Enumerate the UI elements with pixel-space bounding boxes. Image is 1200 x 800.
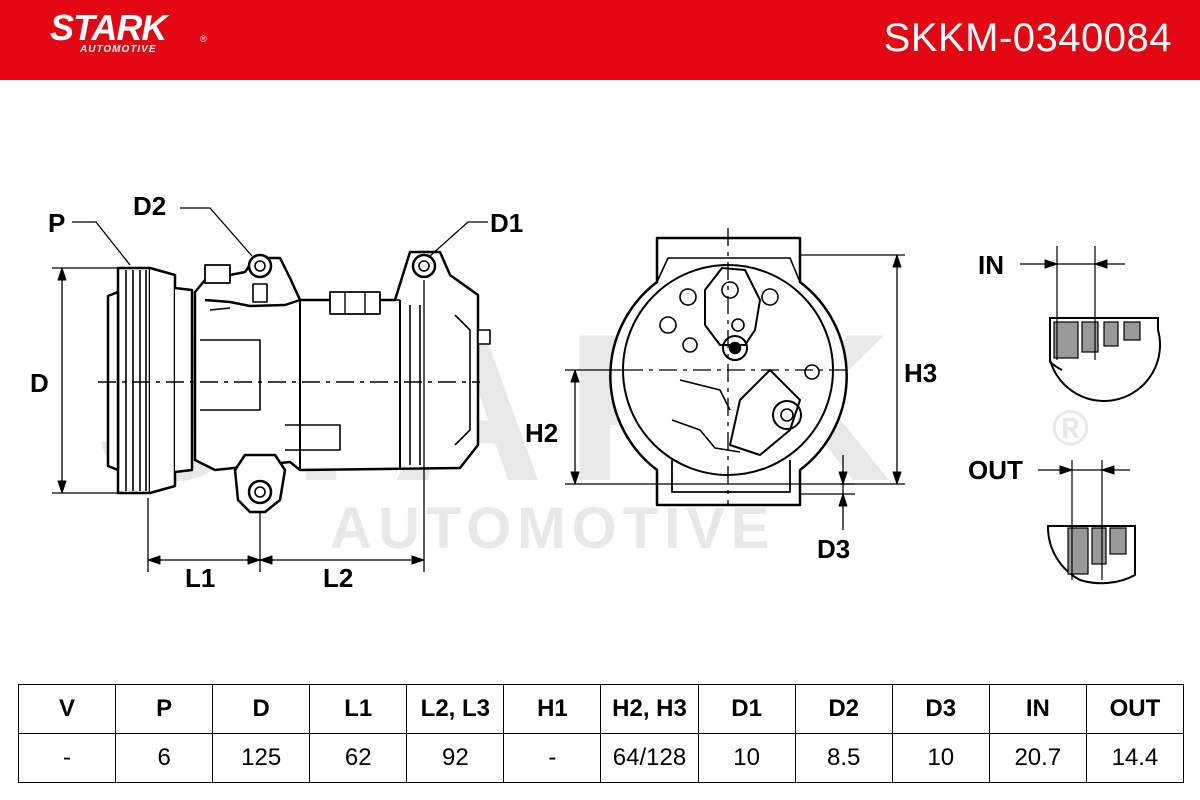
header-bar: STARK AUTOMOTIVE ® SKKM-0340084 xyxy=(0,0,1200,80)
watermark-sub: AUTOMOTIVE xyxy=(330,496,776,561)
value-h1: - xyxy=(503,733,602,783)
value-out: 14.4 xyxy=(1085,733,1185,783)
label-d1: D1 xyxy=(490,208,523,238)
compressor-rear-view xyxy=(565,228,905,530)
brand-name: STARK xyxy=(50,7,167,48)
header-d: D xyxy=(212,684,311,734)
value-d3: 10 xyxy=(891,733,990,783)
header-l2-l3: L2, L3 xyxy=(406,684,505,734)
label-in: IN xyxy=(978,250,1004,280)
value-v: - xyxy=(17,733,117,783)
compressor-side-view xyxy=(52,207,491,572)
label-p: P xyxy=(48,208,65,238)
table-header-row: V P D L1 L2, L3 H1 H2, H3 D1 D2 D3 IN OU… xyxy=(17,684,1185,734)
brand-logo: STARK AUTOMOTIVE xyxy=(50,7,167,56)
label-l1: L1 xyxy=(185,563,215,593)
header-d2: D2 xyxy=(794,684,893,734)
port-out-section xyxy=(1038,460,1136,585)
header-h2-h3: H2, H3 xyxy=(600,684,699,734)
label-d3: D3 xyxy=(817,534,850,564)
header-in: IN xyxy=(988,684,1087,734)
label-d: D xyxy=(30,368,49,398)
value-d2: 8.5 xyxy=(794,733,893,783)
label-d2: D2 xyxy=(133,191,166,221)
header-d1: D1 xyxy=(697,684,796,734)
header-p: P xyxy=(115,684,214,734)
header-h1: H1 xyxy=(503,684,602,734)
table-value-row: - 6 125 62 92 - 64/128 10 8.5 10 20.7 14… xyxy=(17,733,1185,783)
value-l1: 62 xyxy=(309,733,408,783)
port-in-section xyxy=(1020,246,1161,403)
technical-drawing: STARK AUTOMOTIVE ® xyxy=(30,191,1161,593)
value-d: 125 xyxy=(212,733,311,783)
value-in: 20.7 xyxy=(988,733,1087,783)
header-l1: L1 xyxy=(309,684,408,734)
label-h3: H3 xyxy=(904,358,937,388)
header-d3: D3 xyxy=(891,684,990,734)
label-h2: H2 xyxy=(525,418,558,448)
registered-mark: ® xyxy=(200,34,207,44)
part-number: SKKM-0340084 xyxy=(883,16,1172,60)
value-h2-h3: 64/128 xyxy=(600,733,699,783)
value-l2-l3: 92 xyxy=(406,733,505,783)
header-v: V xyxy=(17,684,117,734)
value-d1: 10 xyxy=(697,733,796,783)
label-l2: L2 xyxy=(323,563,353,593)
value-p: 6 xyxy=(115,733,214,783)
spec-table: V P D L1 L2, L3 H1 H2, H3 D1 D2 D3 IN OU… xyxy=(17,684,1185,783)
label-out: OUT xyxy=(968,455,1023,485)
brand-subtitle: AUTOMOTIVE xyxy=(80,44,157,55)
watermark-registered: ® xyxy=(1052,400,1089,456)
header-out: OUT xyxy=(1085,684,1185,734)
